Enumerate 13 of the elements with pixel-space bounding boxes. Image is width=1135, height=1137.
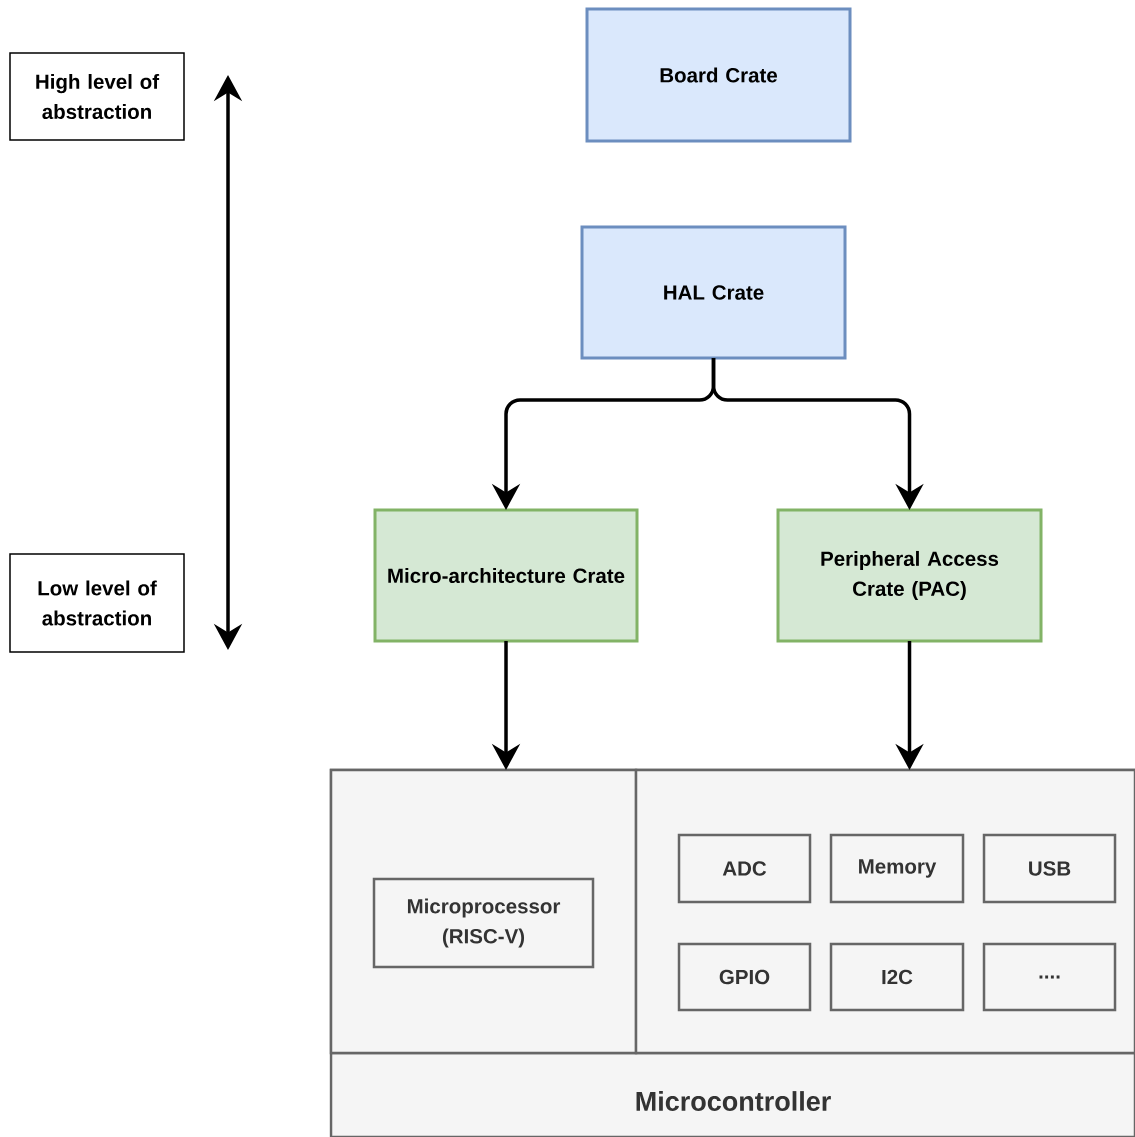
crate-box: HAL Crate: [580, 225, 847, 360]
crate-box: Peripheral Access Crate (PAC): [776, 508, 1043, 643]
component-box: Microprocessor (RISC-V): [372, 877, 595, 969]
component-box: ADC: [677, 833, 812, 904]
component-box: USB: [982, 833, 1117, 904]
crate-box: Board Crate: [585, 7, 852, 143]
component-box: I2C: [829, 942, 965, 1012]
component-box: ....: [982, 942, 1117, 1012]
label-box: High level of abstraction: [9, 52, 185, 141]
label-box: Low level of abstraction: [9, 553, 185, 653]
component-box: GPIO: [677, 942, 812, 1012]
component-box: Memory: [829, 833, 965, 904]
crate-box: Micro-architecture Crate: [373, 508, 639, 643]
